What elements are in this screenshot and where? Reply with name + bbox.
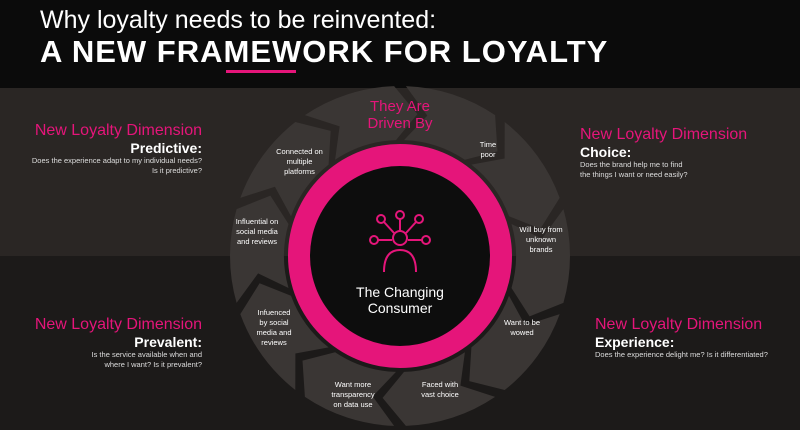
chevron-segment — [469, 295, 560, 390]
chevron-segment — [511, 209, 570, 317]
dimension-description: Does the experience adapt to my individu… — [31, 156, 202, 175]
dimension-name: Prevalent: — [134, 334, 202, 350]
dimension-predictive: New Loyalty Dimension Predictive: Does t… — [10, 122, 202, 176]
dimension-description: Is the service available when and where … — [91, 350, 202, 369]
trait-influential: Influential on social media and reviews — [235, 217, 279, 246]
trait-influenced: Infuenced by social media and reviews — [256, 308, 292, 347]
dimension-name: Experience: — [595, 334, 675, 350]
center-label: The Changing Consumer — [356, 284, 444, 316]
dimension-heading: New Loyalty Dimension — [34, 316, 202, 333]
subtitle: Why loyalty needs to be reinvented: — [40, 6, 437, 34]
dimension-prevalent: New Loyalty Dimension Prevalent: Is the … — [10, 316, 202, 370]
chevron-segment — [304, 86, 418, 160]
center-disc — [310, 166, 490, 346]
trait-transparency: Want more transparency on data use — [331, 380, 375, 409]
header-banner: Why loyalty needs to be reinvented: A NE… — [0, 0, 800, 88]
dimension-heading: New Loyalty Dimension — [34, 122, 202, 139]
trait-wowed: Want to be wowed — [504, 318, 540, 337]
dimension-description: Does the brand help me to find the thing… — [580, 160, 688, 179]
trait-time-poor: Time poor — [479, 140, 497, 159]
chevron-segment — [230, 195, 289, 303]
page-title: A NEW FRAMEWORK FOR LOYALTY — [40, 34, 609, 69]
dimension-name: Predictive: — [130, 140, 202, 156]
center-heading: They Are Driven By — [367, 98, 433, 132]
person-network-icon — [369, 210, 431, 273]
chevron-segment — [382, 352, 496, 426]
chevron-ring — [230, 86, 570, 426]
dimension-choice: New Loyalty Dimension Choice: Does the b… — [580, 126, 780, 180]
title-underline — [226, 70, 296, 73]
trait-connected: Connected on multiple platforms — [276, 147, 323, 176]
dimension-heading: New Loyalty Dimension — [580, 126, 748, 143]
dimension-heading: New Loyalty Dimension — [595, 316, 763, 333]
chevron-segment — [302, 352, 396, 426]
chevron-segment — [240, 283, 329, 390]
chevron-segment — [240, 122, 331, 217]
dimension-description: Does the experience delight me? Is it di… — [595, 350, 768, 359]
trait-unknown-brands: Will buy from unknown brands — [519, 225, 563, 254]
dimension-name: Choice: — [580, 144, 632, 160]
chevron-segment — [404, 86, 498, 160]
dimension-experience: New Loyalty Dimension Experience: Does t… — [595, 316, 790, 360]
chevron-segment — [471, 122, 560, 229]
trait-vast-choice: Faced with vast choice — [421, 380, 459, 399]
